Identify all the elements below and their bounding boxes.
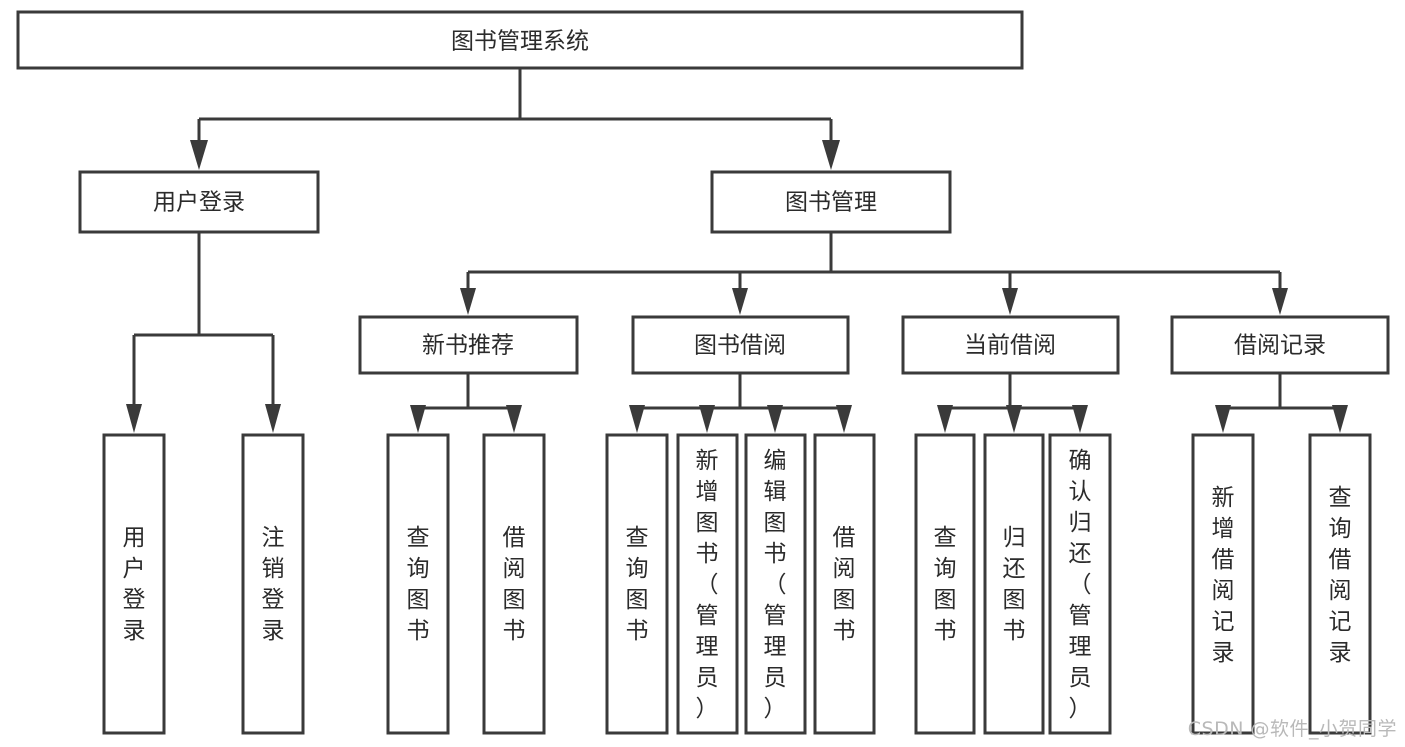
arrow-head-current-borrow [1002, 288, 1018, 315]
node-leaf-return-book-box[interactable] [983, 433, 1045, 735]
node-leaf-query-book-rec[interactable]: 查询图书 [386, 433, 450, 735]
node-leaf-return-book-label: 归还图书 [1003, 525, 1026, 644]
node-book-borrow-box[interactable] [631, 315, 850, 375]
node-leaf-query-book-cur-box[interactable] [914, 433, 976, 735]
node-leaf-confirm-return[interactable]: 确认归还（管理员） [1048, 433, 1112, 735]
node-user-login-label: 用户登录 [153, 190, 245, 216]
node-book-manage-box[interactable] [710, 170, 952, 234]
arrow-head-book-borrow [732, 288, 748, 315]
arrow-head-leaf-edit-book [767, 405, 783, 433]
node-leaf-query-book-borrow-label: 查询图书 [626, 525, 649, 644]
node-leaf-borrow-book-label: 借阅图书 [833, 525, 856, 644]
node-leaf-add-book-label: 新增图书（管理员） [696, 448, 719, 722]
node-leaf-query-book-cur[interactable]: 查询图书 [914, 433, 976, 735]
node-leaf-edit-book[interactable]: 编辑图书（管理员） [744, 433, 807, 735]
node-leaf-query-record-box[interactable] [1308, 433, 1372, 735]
node-leaf-query-record-label: 查询借阅记录 [1329, 485, 1352, 666]
arrow-head-leaf-return-book [1006, 405, 1022, 433]
arrow-head-borrow-record [1272, 288, 1288, 315]
arrow-head-leaf-borrow-book [836, 405, 852, 433]
node-leaf-borrow-book-rec-label: 借阅图书 [503, 525, 526, 644]
node-leaf-query-book-borrow-box[interactable] [605, 433, 669, 735]
node-current-borrow-label: 当前借阅 [964, 333, 1056, 359]
arrow-head-leaf-add-record [1215, 405, 1231, 433]
node-root[interactable]: 图书管理系统 [16, 10, 1024, 70]
node-leaf-edit-book-label: 编辑图书（管理员） [764, 448, 787, 722]
node-user-login-box[interactable] [78, 170, 320, 234]
node-leaf-add-record-box[interactable] [1191, 433, 1255, 735]
node-leaf-borrow-book-rec[interactable]: 借阅图书 [482, 433, 546, 735]
node-leaf-add-book-box[interactable] [676, 433, 739, 735]
node-leaf-confirm-return-label: 确认归还（管理员） [1069, 448, 1092, 722]
arrow-head-leaf-user-logout [265, 404, 281, 433]
leaf-nodes-layer: 用户登录 注销登录 查询图书 借阅图书 查询图书 新增图书（管理员） 编辑图书（… [102, 433, 1372, 735]
node-leaf-add-record[interactable]: 新增借阅记录 [1191, 433, 1255, 735]
node-user-login[interactable]: 用户登录 [78, 170, 320, 234]
node-new-book-rec[interactable]: 新书推荐 [358, 315, 579, 375]
node-root-label: 图书管理系统 [451, 29, 589, 55]
arrow-head-user-login [190, 140, 208, 170]
node-leaf-query-book-cur-label: 查询图书 [934, 525, 957, 644]
node-leaf-user-login[interactable]: 用户登录 [102, 433, 166, 735]
node-borrow-record-box[interactable] [1170, 315, 1390, 375]
node-leaf-add-book[interactable]: 新增图书（管理员） [676, 433, 739, 735]
node-current-borrow[interactable]: 当前借阅 [901, 315, 1120, 375]
node-leaf-query-book-rec-box[interactable] [386, 433, 450, 735]
node-leaf-query-book-borrow[interactable]: 查询图书 [605, 433, 669, 735]
node-leaf-borrow-book-rec-box[interactable] [482, 433, 546, 735]
arrow-head-leaf-query-book-borrow [629, 405, 645, 433]
arrow-head-leaf-borrow-book-rec [506, 405, 522, 433]
node-leaf-confirm-return-box[interactable] [1048, 433, 1112, 735]
node-root-box[interactable] [16, 10, 1024, 70]
arrow-head-leaf-add-book [699, 405, 715, 433]
node-book-borrow[interactable]: 图书借阅 [631, 315, 850, 375]
arrow-head-book-manage [822, 140, 840, 170]
arrow-head-leaf-query-record [1332, 405, 1348, 433]
node-leaf-user-login-box[interactable] [102, 433, 166, 735]
arrow-head-leaf-user-login [126, 404, 142, 433]
node-book-manage-label: 图书管理 [785, 190, 877, 216]
arrow-head-leaf-confirm-return [1072, 405, 1088, 433]
connectors-layer [126, 68, 1348, 433]
arrow-head-leaf-query-book-rec [410, 405, 426, 433]
node-leaf-add-record-label: 新增借阅记录 [1212, 485, 1235, 666]
node-new-book-rec-box[interactable] [358, 315, 579, 375]
node-book-borrow-label: 图书借阅 [694, 333, 786, 359]
node-leaf-borrow-book[interactable]: 借阅图书 [813, 433, 876, 735]
node-current-borrow-box[interactable] [901, 315, 1120, 375]
node-leaf-query-record[interactable]: 查询借阅记录 [1308, 433, 1372, 735]
node-leaf-user-logout-label: 注销登录 [262, 525, 285, 644]
node-leaf-borrow-book-box[interactable] [813, 433, 876, 735]
node-new-book-rec-label: 新书推荐 [422, 333, 514, 359]
arrow-head-leaf-query-book-cur [937, 405, 953, 433]
node-leaf-edit-book-box[interactable] [744, 433, 807, 735]
node-book-manage[interactable]: 图书管理 [710, 170, 952, 234]
node-leaf-query-book-rec-label: 查询图书 [407, 525, 430, 644]
node-borrow-record[interactable]: 借阅记录 [1170, 315, 1390, 375]
node-leaf-user-login-label: 用户登录 [123, 525, 146, 644]
node-leaf-user-logout-box[interactable] [241, 433, 305, 735]
node-leaf-return-book[interactable]: 归还图书 [983, 433, 1045, 735]
arrow-head-new-book-rec [460, 288, 476, 315]
node-borrow-record-label: 借阅记录 [1234, 333, 1326, 359]
node-leaf-user-logout[interactable]: 注销登录 [241, 433, 305, 735]
